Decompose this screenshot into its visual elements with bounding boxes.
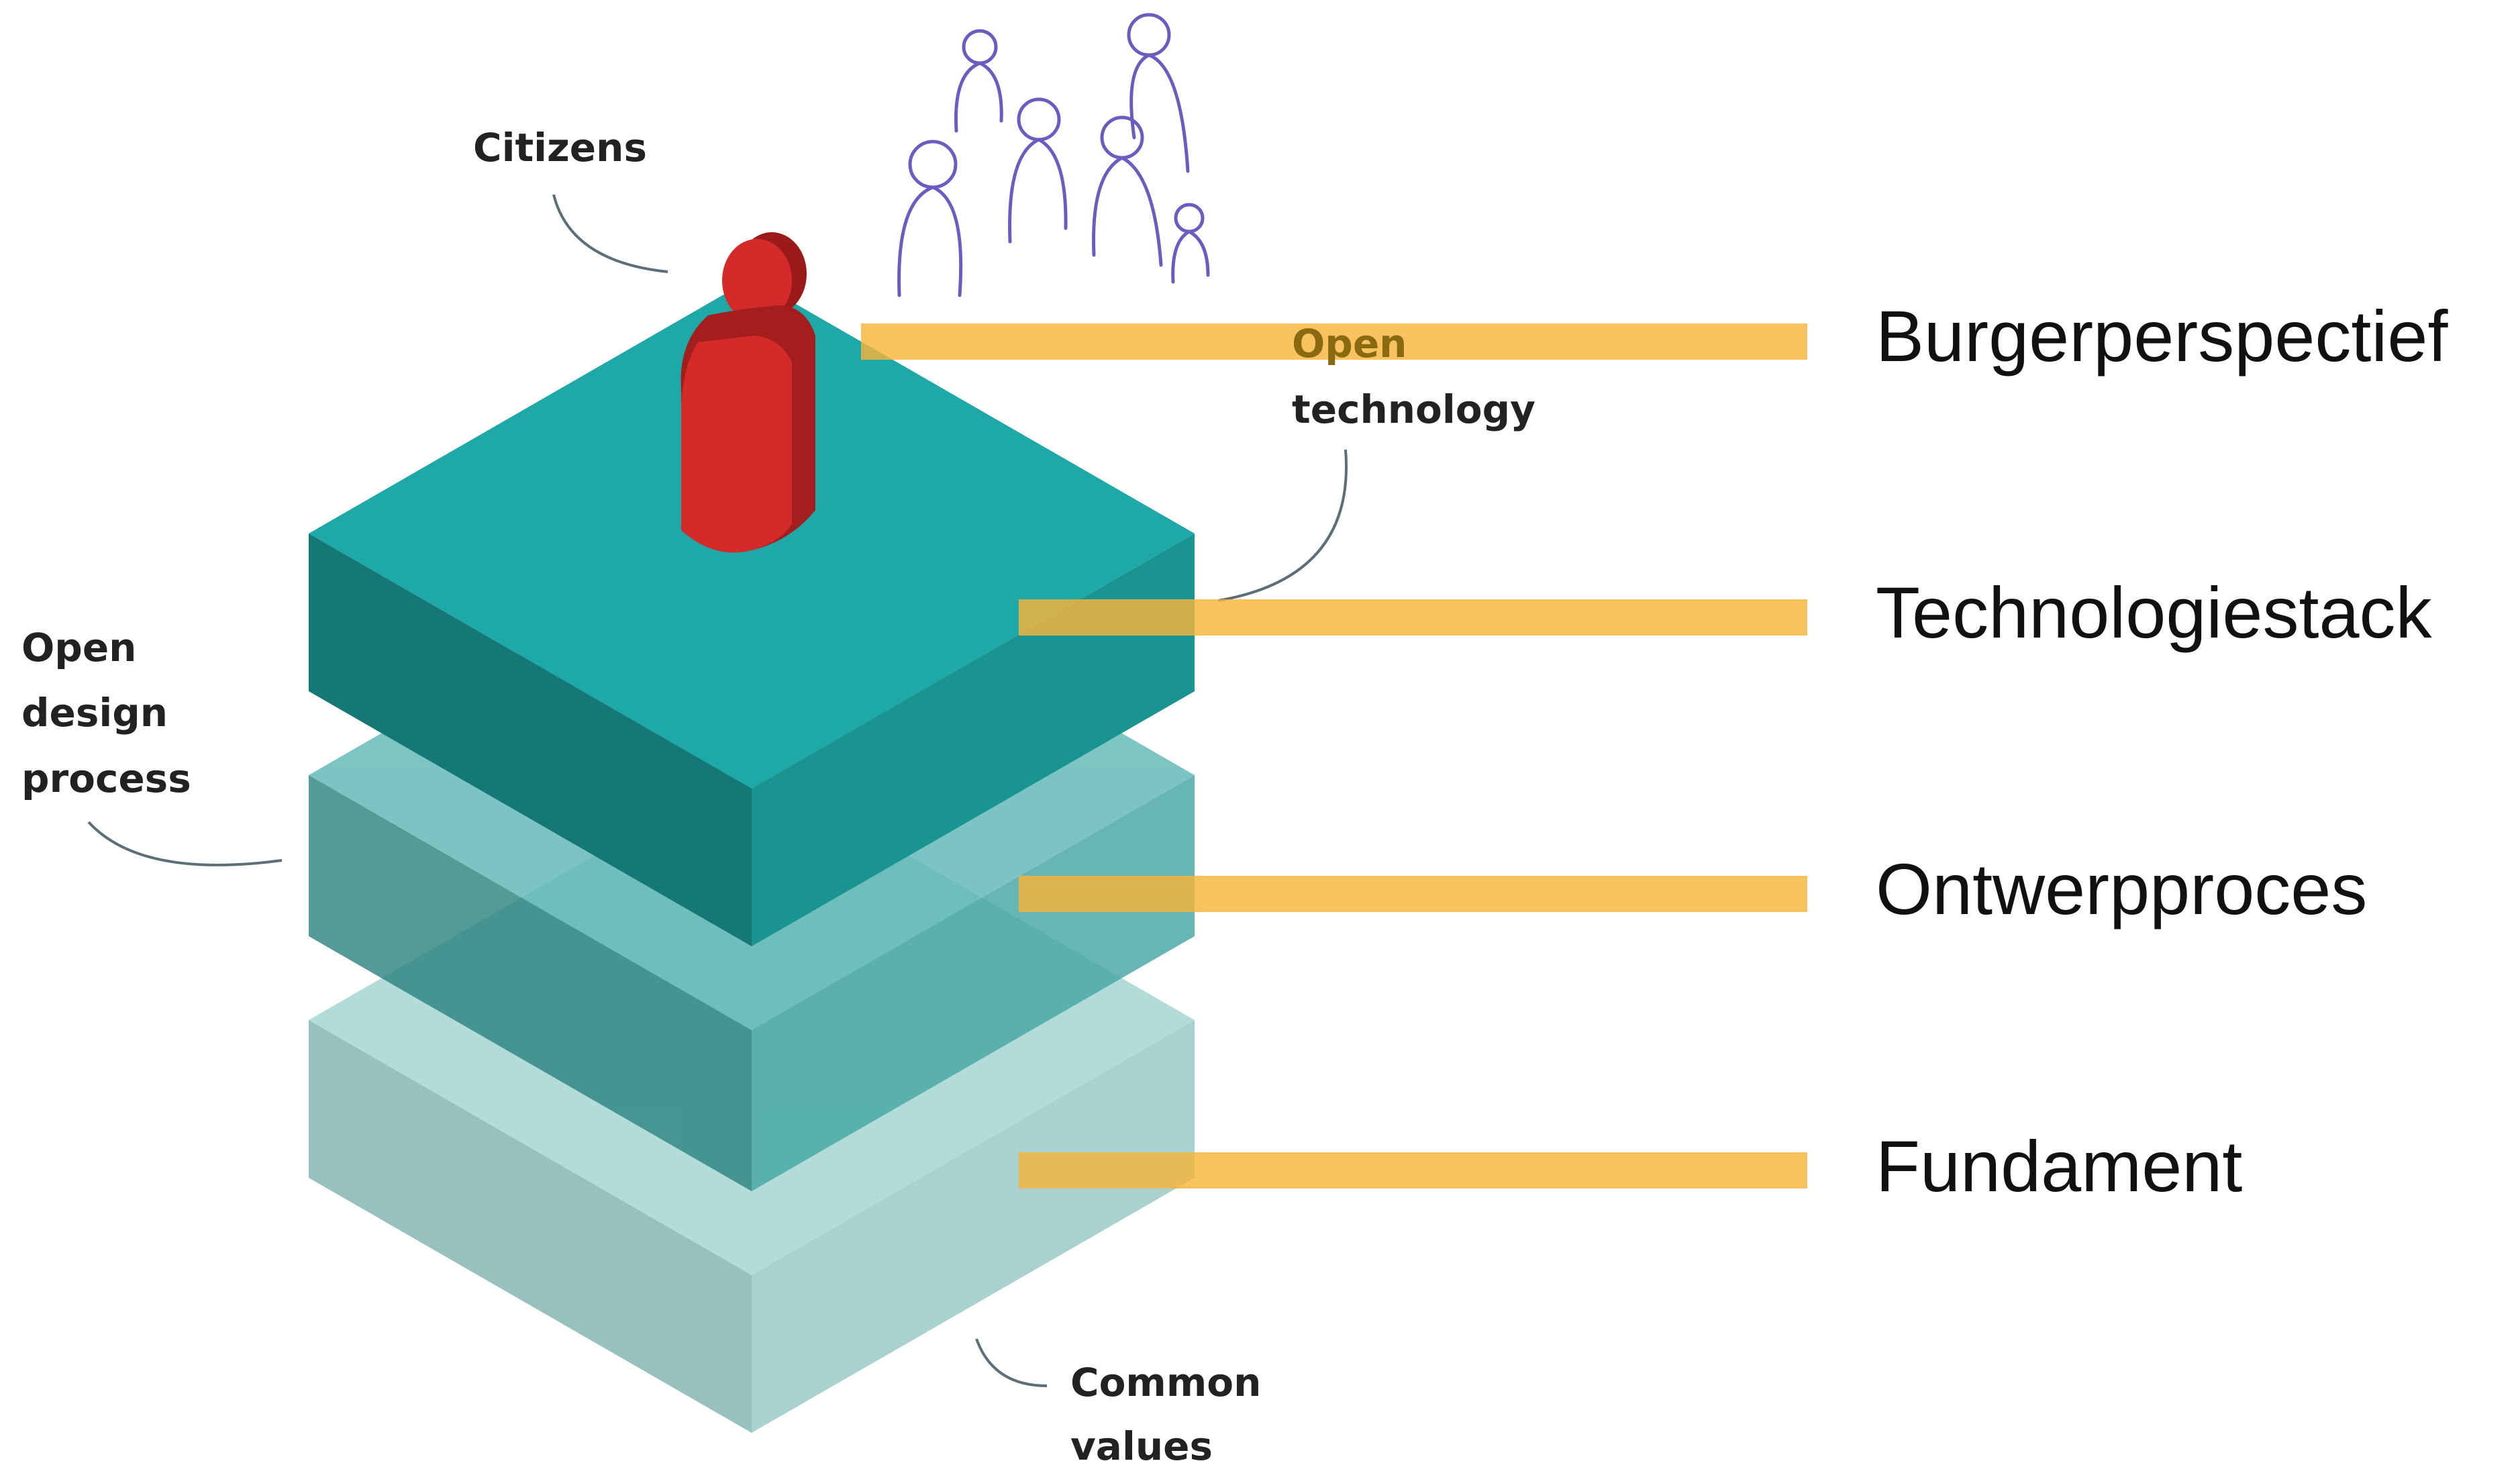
bar-technologiestack [1019, 599, 1807, 636]
connector-citizens [552, 194, 668, 273]
annotation-connectors [87, 194, 1348, 1387]
bar-ontwerpproces [1019, 876, 1807, 912]
citizen-figure-icon [681, 232, 815, 553]
annotation-open-design-3: process [21, 756, 191, 801]
annotation-citizens: Citizens [473, 125, 647, 170]
annotation-open-design-2: design [21, 690, 168, 736]
connector-open-technology [1217, 449, 1348, 602]
annotation-open-design-1: Open [21, 625, 136, 670]
layer-label-fundament: Fundament [1876, 1125, 2242, 1207]
annotation-common-values-2: values [1070, 1423, 1213, 1461]
layer-label-ontwerpproces: Ontwerpproces [1876, 848, 2367, 929]
layer-indicator-bars [861, 323, 1807, 1189]
layer-label-burgerperspectief: Burgerperspectief [1876, 295, 2448, 376]
connector-common-values [975, 1338, 1048, 1387]
annotation-common-values-1: Common [1070, 1360, 1261, 1405]
annotation-open-technology-1: Open [1292, 321, 1407, 366]
annotation-open-technology-2: technology [1292, 387, 1535, 432]
bar-burgerperspectief [861, 323, 1807, 360]
people-sketch-icon [897, 13, 1210, 297]
layer-label-technologiestack: Technologiestack [1876, 572, 2433, 653]
bar-fundament [1019, 1152, 1807, 1189]
connector-open-design [87, 821, 283, 866]
